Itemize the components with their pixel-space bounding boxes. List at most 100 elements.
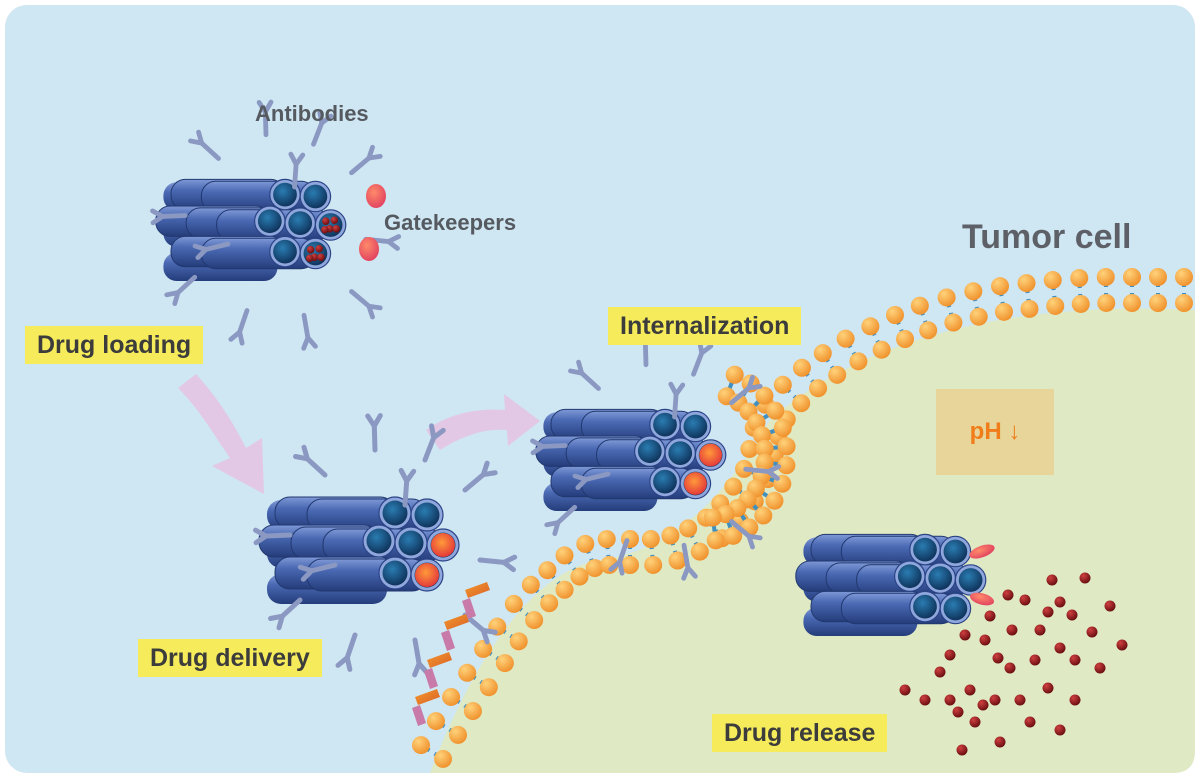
lipid-head bbox=[836, 329, 855, 348]
pore bbox=[257, 209, 282, 234]
pore bbox=[303, 241, 328, 266]
lipid-head bbox=[521, 575, 540, 594]
antibody-icon bbox=[544, 504, 578, 537]
antibody-icon bbox=[365, 413, 383, 453]
drug-delivery-label: Drug delivery bbox=[138, 639, 322, 677]
lipid-head bbox=[411, 736, 430, 755]
lipid-head bbox=[849, 352, 868, 371]
pore bbox=[303, 184, 328, 209]
drug-molecule bbox=[1002, 589, 1014, 601]
drug-molecule bbox=[305, 254, 314, 263]
arrow-delivery-to-internalization bbox=[426, 394, 540, 450]
drug-molecule bbox=[1006, 624, 1018, 636]
lipid-head bbox=[886, 306, 904, 324]
lipid-head bbox=[1017, 274, 1036, 293]
drug-molecule bbox=[1046, 574, 1058, 586]
lipid-head bbox=[463, 702, 482, 721]
lipid-head bbox=[661, 526, 680, 545]
drug-molecule bbox=[992, 652, 1004, 664]
gatekeeper-cap bbox=[415, 563, 439, 587]
pore bbox=[897, 564, 922, 589]
drug-molecule bbox=[1116, 639, 1128, 651]
drug-molecule bbox=[952, 706, 964, 718]
gatekeeper-cap bbox=[969, 544, 995, 559]
pore bbox=[273, 182, 297, 207]
drug-molecule bbox=[964, 684, 976, 696]
lipid-head bbox=[703, 508, 722, 527]
drug-molecule bbox=[1042, 682, 1054, 694]
lipid-head bbox=[1070, 269, 1089, 288]
lipid-head bbox=[1175, 294, 1193, 312]
antibody-icon bbox=[349, 289, 383, 320]
drug-molecule bbox=[979, 634, 991, 646]
lipid-head bbox=[706, 531, 725, 550]
lipid-head bbox=[495, 654, 514, 673]
drug-loading-label: Drug loading bbox=[25, 326, 204, 364]
lipid-head bbox=[872, 340, 891, 359]
arrow-loading-to-delivery bbox=[178, 374, 264, 494]
antibody-icon bbox=[335, 632, 358, 672]
lipid-head bbox=[792, 358, 811, 377]
drug-molecule bbox=[969, 716, 981, 728]
lipid-head bbox=[766, 401, 785, 420]
antibody-icon bbox=[293, 444, 328, 478]
lipid-head bbox=[555, 546, 574, 565]
antibody-icon bbox=[256, 99, 274, 138]
drug-molecule bbox=[1079, 572, 1091, 584]
lipid-head bbox=[540, 594, 559, 613]
lipid-head bbox=[919, 321, 938, 340]
antibody-icon bbox=[192, 241, 231, 260]
drug-molecule bbox=[1029, 654, 1041, 666]
pore bbox=[382, 500, 408, 526]
antibody-icon bbox=[462, 460, 498, 493]
lipid-head bbox=[474, 639, 493, 658]
receptor-icon bbox=[424, 652, 452, 689]
drug-molecule bbox=[306, 245, 315, 254]
drug-molecule bbox=[1054, 596, 1066, 608]
drug-molecule bbox=[959, 629, 971, 641]
lipid-head bbox=[896, 330, 914, 348]
drug-molecule bbox=[332, 225, 341, 233]
gatekeeper-cap bbox=[431, 533, 455, 557]
antibody-icon bbox=[188, 129, 221, 161]
gatekeepers-label: Gatekeepers bbox=[384, 210, 517, 235]
drug-molecule bbox=[1042, 606, 1054, 618]
lipid-head bbox=[576, 534, 595, 553]
drug-molecule bbox=[317, 253, 325, 262]
lipid-head bbox=[449, 725, 468, 744]
pore bbox=[913, 537, 937, 562]
pore bbox=[288, 211, 313, 235]
gatekeeper-icon bbox=[366, 184, 386, 208]
lipid-head bbox=[538, 561, 557, 580]
drug-molecule bbox=[1034, 624, 1046, 636]
lipid-head bbox=[1123, 268, 1141, 286]
drug-molecule bbox=[1086, 626, 1098, 638]
cell-membrane bbox=[411, 268, 1193, 768]
nanoparticle-drug-loading bbox=[150, 99, 402, 351]
pore bbox=[653, 469, 677, 494]
lipid-head bbox=[1096, 268, 1115, 287]
drug-molecule bbox=[1024, 716, 1036, 728]
antibody-icon bbox=[297, 562, 338, 582]
lipid-head bbox=[724, 477, 743, 496]
antibody-icon bbox=[301, 312, 318, 351]
lipid-head bbox=[597, 530, 616, 549]
lipid-head bbox=[555, 580, 574, 599]
lipid-head bbox=[792, 394, 811, 413]
lipid-head bbox=[668, 551, 687, 570]
lipid-head bbox=[809, 379, 828, 398]
pore bbox=[943, 596, 968, 621]
drug-molecule bbox=[919, 694, 931, 706]
receptor-icon bbox=[462, 582, 490, 619]
nanoparticle-internalized bbox=[530, 329, 782, 581]
drug-release-label: Drug release bbox=[712, 714, 888, 752]
gatekeeper-cap bbox=[684, 472, 707, 495]
lipid-head bbox=[1123, 294, 1141, 312]
lipid-head bbox=[777, 437, 796, 456]
lipid-head bbox=[509, 632, 528, 651]
pore bbox=[928, 566, 953, 590]
pore bbox=[668, 441, 693, 465]
lipid-head bbox=[813, 344, 832, 363]
gatekeeper-icon bbox=[359, 237, 379, 261]
